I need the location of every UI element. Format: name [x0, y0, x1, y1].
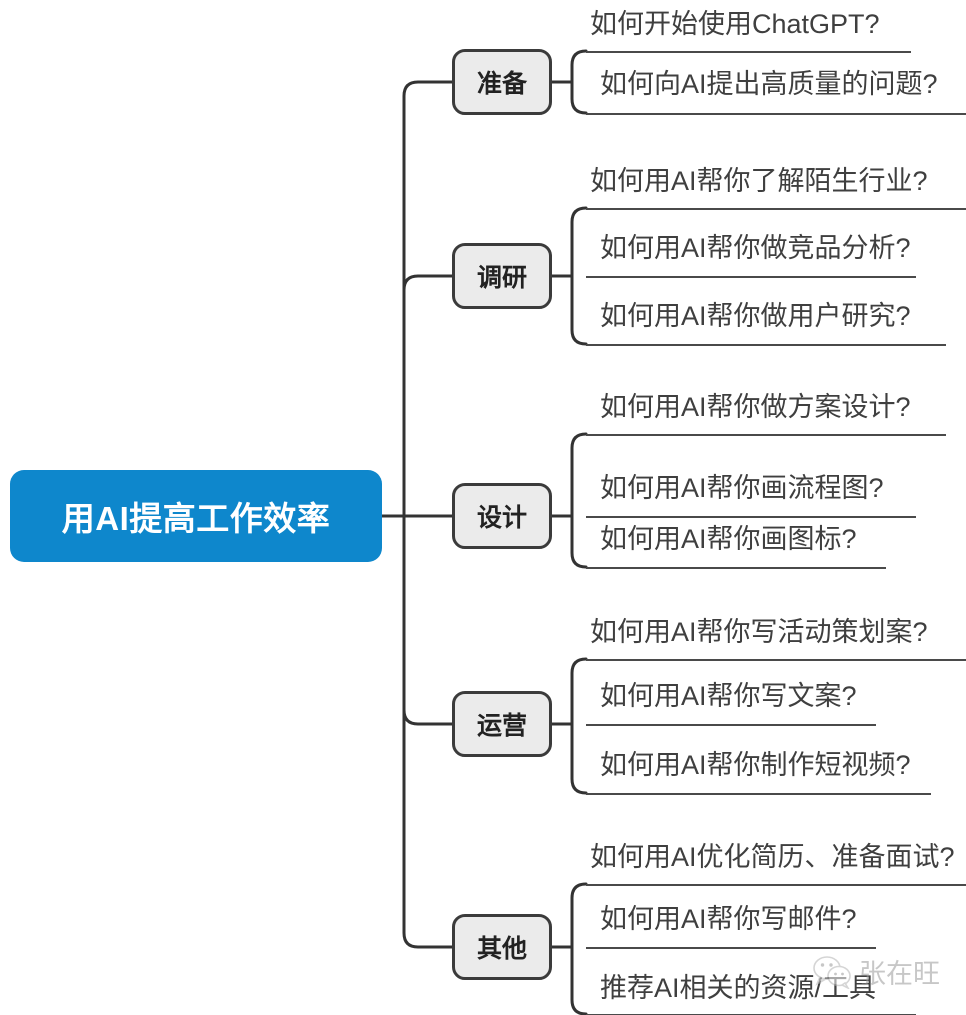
leaf-node[interactable]: 如何用AI帮你写活动策划案?	[590, 606, 928, 658]
leaf-node-label: 如何用AI帮你制作短视频?	[600, 749, 911, 780]
leaf-underline	[586, 208, 966, 210]
leaf-underline	[586, 516, 916, 518]
leaf-underline	[586, 793, 931, 795]
wire-spine-1	[570, 49, 588, 115]
wire-spine-4	[570, 657, 588, 795]
leaf-node[interactable]: 如何用AI帮你写文案?	[600, 670, 857, 722]
leaf-node[interactable]: 如何用AI帮你做用户研究?	[600, 290, 911, 342]
branch-node-yunying[interactable]: 运营	[452, 691, 552, 757]
leaf-node-label: 如何用AI帮你做方案设计?	[600, 391, 911, 422]
branch-node-label: 其他	[476, 935, 527, 963]
leaf-node-label: 如何用AI帮你了解陌生行业?	[590, 165, 928, 196]
root-node-label: 用AI提高工作效率	[61, 500, 331, 537]
leaf-node-label: 如何用AI帮你做竞品分析?	[600, 232, 911, 263]
wire-trunk-branch-4	[402, 514, 454, 726]
branch-node-sheji[interactable]: 设计	[452, 483, 552, 549]
leaf-node-label: 如何用AI帮你写活动策划案?	[590, 616, 928, 647]
leaf-node-label: 如何用AI帮你画图标?	[600, 523, 857, 554]
wire-spine-2	[570, 206, 588, 346]
wire-spine-3	[570, 432, 588, 569]
wire-trunk-branch-2	[402, 274, 454, 292]
leaf-node[interactable]: 如何用AI帮你做竞品分析?	[600, 222, 911, 274]
leaf-node-label: 如何向AI提出高质量的问题?	[600, 68, 938, 99]
leaf-underline	[586, 567, 886, 569]
leaf-underline	[586, 884, 966, 886]
leaf-node[interactable]: 如何用AI优化简历、准备面试?	[590, 831, 955, 883]
root-node[interactable]: 用AI提高工作效率	[10, 470, 382, 562]
branch-node-diaoyan[interactable]: 调研	[452, 243, 552, 309]
leaf-node-label: 如何用AI帮你写邮件?	[600, 903, 857, 934]
leaf-underline	[586, 113, 966, 115]
wire-spine-5	[570, 882, 588, 1015]
leaf-underline	[586, 659, 966, 661]
wire-trunk-up	[402, 80, 454, 518]
leaf-underline	[586, 947, 876, 949]
leaf-underline	[586, 276, 916, 278]
watermark: 张在旺	[812, 952, 940, 991]
branch-node-label: 调研	[476, 264, 527, 292]
branch-node-label: 设计	[476, 504, 527, 532]
watermark-text: 张在旺	[859, 959, 940, 989]
leaf-node-label: 如何用AI帮你画流程图?	[600, 472, 884, 503]
leaf-underline	[586, 434, 946, 436]
leaf-node[interactable]: 如何用AI帮你做方案设计?	[600, 381, 911, 433]
leaf-node-label: 如何用AI帮你写文案?	[600, 680, 857, 711]
branch-node-label: 准备	[476, 70, 527, 98]
leaf-underline	[586, 51, 911, 53]
leaf-node[interactable]: 如何用AI帮你制作短视频?	[600, 739, 911, 791]
leaf-node[interactable]: 如何用AI帮你画图标?	[600, 513, 857, 565]
branch-node-zhunbei[interactable]: 准备	[452, 49, 552, 115]
leaf-node[interactable]: 如何向AI提出高质量的问题?	[600, 58, 938, 110]
leaf-node-label: 如何用AI帮你做用户研究?	[600, 300, 911, 331]
leaf-node[interactable]: 如何用AI帮你了解陌生行业?	[590, 155, 928, 207]
leaf-node-label: 如何用AI优化简历、准备面试?	[590, 841, 955, 872]
branch-node-qita[interactable]: 其他	[452, 914, 552, 980]
wechat-icon	[813, 955, 851, 989]
leaf-node[interactable]: 如何用AI帮你画流程图?	[600, 462, 884, 514]
leaf-node[interactable]: 如何用AI帮你写邮件?	[600, 893, 857, 945]
leaf-underline	[586, 724, 876, 726]
leaf-underline	[586, 344, 946, 346]
wire-trunk-down	[402, 708, 454, 949]
branch-node-label: 运营	[476, 712, 527, 740]
leaf-node-label: 如何开始使用ChatGPT?	[590, 8, 880, 39]
leaf-node[interactable]: 如何开始使用ChatGPT?	[590, 0, 880, 50]
